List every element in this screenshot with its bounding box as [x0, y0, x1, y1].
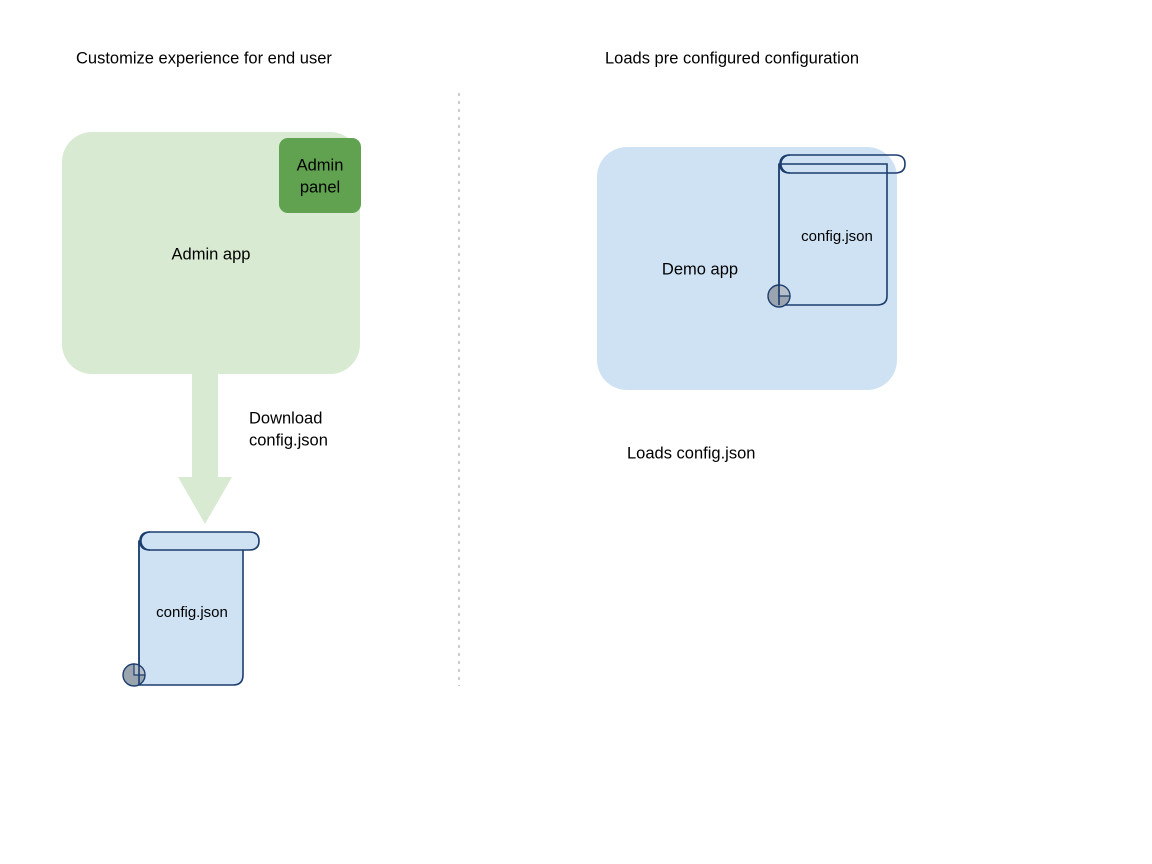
document-label: config.json — [156, 604, 228, 621]
document-label: config.json — [801, 228, 873, 245]
demo-app-label: Demo app — [662, 260, 738, 278]
document-body — [138, 540, 244, 686]
document-top-curl-icon — [780, 154, 791, 174]
right-column-title: Loads pre configured configuration — [605, 49, 859, 67]
download-arrow-label-line1: Download — [249, 409, 322, 427]
config-json-document-left[interactable]: config.json — [122, 531, 260, 687]
demo-app-box[interactable] — [597, 147, 897, 390]
document-top-roll — [139, 531, 260, 551]
download-arrow-icon — [178, 374, 232, 524]
admin-panel-label-line2: panel — [300, 178, 340, 196]
download-arrow-label-line2: config.json — [249, 431, 328, 449]
admin-app-label: Admin app — [172, 245, 251, 263]
admin-panel-box[interactable] — [279, 138, 361, 213]
document-top-roll — [779, 154, 906, 174]
config-json-document-right[interactable]: config.json — [767, 154, 906, 308]
document-body — [778, 163, 888, 306]
document-top-curl-icon — [140, 531, 151, 551]
loads-config-caption: Loads config.json — [627, 444, 755, 462]
left-column-title: Customize experience for end user — [76, 49, 332, 67]
admin-panel-label-line1: Admin — [297, 156, 344, 174]
